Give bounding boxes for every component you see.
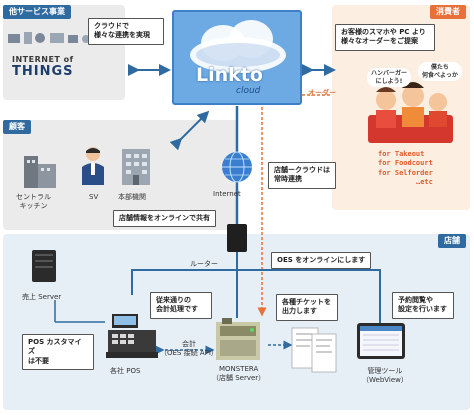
router-icon bbox=[227, 224, 247, 252]
central-kitchen-icon bbox=[24, 156, 56, 188]
callout-share-store-info: 店舗情報をオンラインで共有 bbox=[113, 210, 216, 228]
callout-consumer-orders: お客様のスマホや PC より 様々なオーダーをご提案 bbox=[335, 24, 435, 51]
pos-label: 各社 POS bbox=[110, 367, 141, 375]
internet-label: Internet bbox=[213, 190, 241, 198]
callout-reservations: 予約閲覧や 設定を行います bbox=[392, 292, 454, 319]
iot-logo: INTERNET of THINGS bbox=[12, 55, 87, 87]
section-tag-stores: 店舗 bbox=[438, 234, 466, 248]
bubble-what-eat: 僕たち 何食べよっか bbox=[418, 62, 462, 81]
iot-line1: INTERNET of bbox=[12, 55, 74, 64]
monstera-server-icon bbox=[216, 318, 260, 360]
monstera-label: MONSTERA （店舗 Server） bbox=[212, 365, 266, 382]
brand-name: Linkto bbox=[196, 64, 263, 86]
arrow-customer-cloud bbox=[169, 110, 210, 151]
tickets-icon bbox=[291, 327, 337, 373]
linkto-cloud-box[interactable]: Linkto cloud bbox=[172, 10, 302, 105]
mgmt-tool-label: 管理ツール （WebView） bbox=[362, 367, 408, 384]
sv-label: SV bbox=[89, 193, 99, 201]
cloud-icon bbox=[190, 20, 286, 73]
order-dashed-line bbox=[257, 94, 330, 317]
iot-line2: THINGS bbox=[12, 64, 74, 79]
order-types-list: for Takeout for Foodcourt for Selforder … bbox=[378, 150, 433, 187]
callout-pos-custom: POS カスタマイズ は不要 bbox=[22, 334, 94, 371]
router-bus bbox=[131, 269, 381, 330]
accounting-api-label: 会計 （OES 接続 API） bbox=[160, 340, 218, 357]
sv-person-icon bbox=[82, 147, 104, 185]
callout-store-cloud-sync: 店舗ークラウドは 常時連携 bbox=[268, 162, 336, 189]
globe-icon bbox=[222, 151, 252, 183]
sales-server-label: 売上 Server bbox=[22, 293, 62, 301]
order-label: オーダー bbox=[308, 89, 336, 97]
router-label: ルーター bbox=[190, 260, 218, 268]
bubble-hamburger: ハンバーガー にしよう! bbox=[367, 68, 412, 87]
sales-server-icon bbox=[32, 250, 56, 282]
family-illustration bbox=[368, 82, 453, 143]
central-kitchen-label: セントラル キッチン bbox=[16, 193, 51, 210]
section-tag-customers: 顧客 bbox=[3, 120, 31, 134]
headquarters-icon bbox=[122, 149, 150, 185]
callout-cloud-integration: クラウドで 様々な連携を実現 bbox=[88, 18, 164, 45]
callout-conventional-accounting: 従来通りの 会計処理です bbox=[150, 292, 212, 319]
tablet-icon bbox=[357, 323, 405, 359]
hq-label: 本部機関 bbox=[118, 193, 146, 201]
callout-oes-online: OES をオンラインにします bbox=[271, 252, 372, 270]
callout-print-tickets: 各種チケットを 出力します bbox=[276, 294, 338, 321]
section-tag-consumers: 消費者 bbox=[430, 5, 466, 19]
pos-register-icon bbox=[106, 314, 158, 358]
brand-sub: cloud bbox=[236, 86, 261, 96]
section-tag-other-services: 他サービス事業 bbox=[3, 5, 71, 19]
